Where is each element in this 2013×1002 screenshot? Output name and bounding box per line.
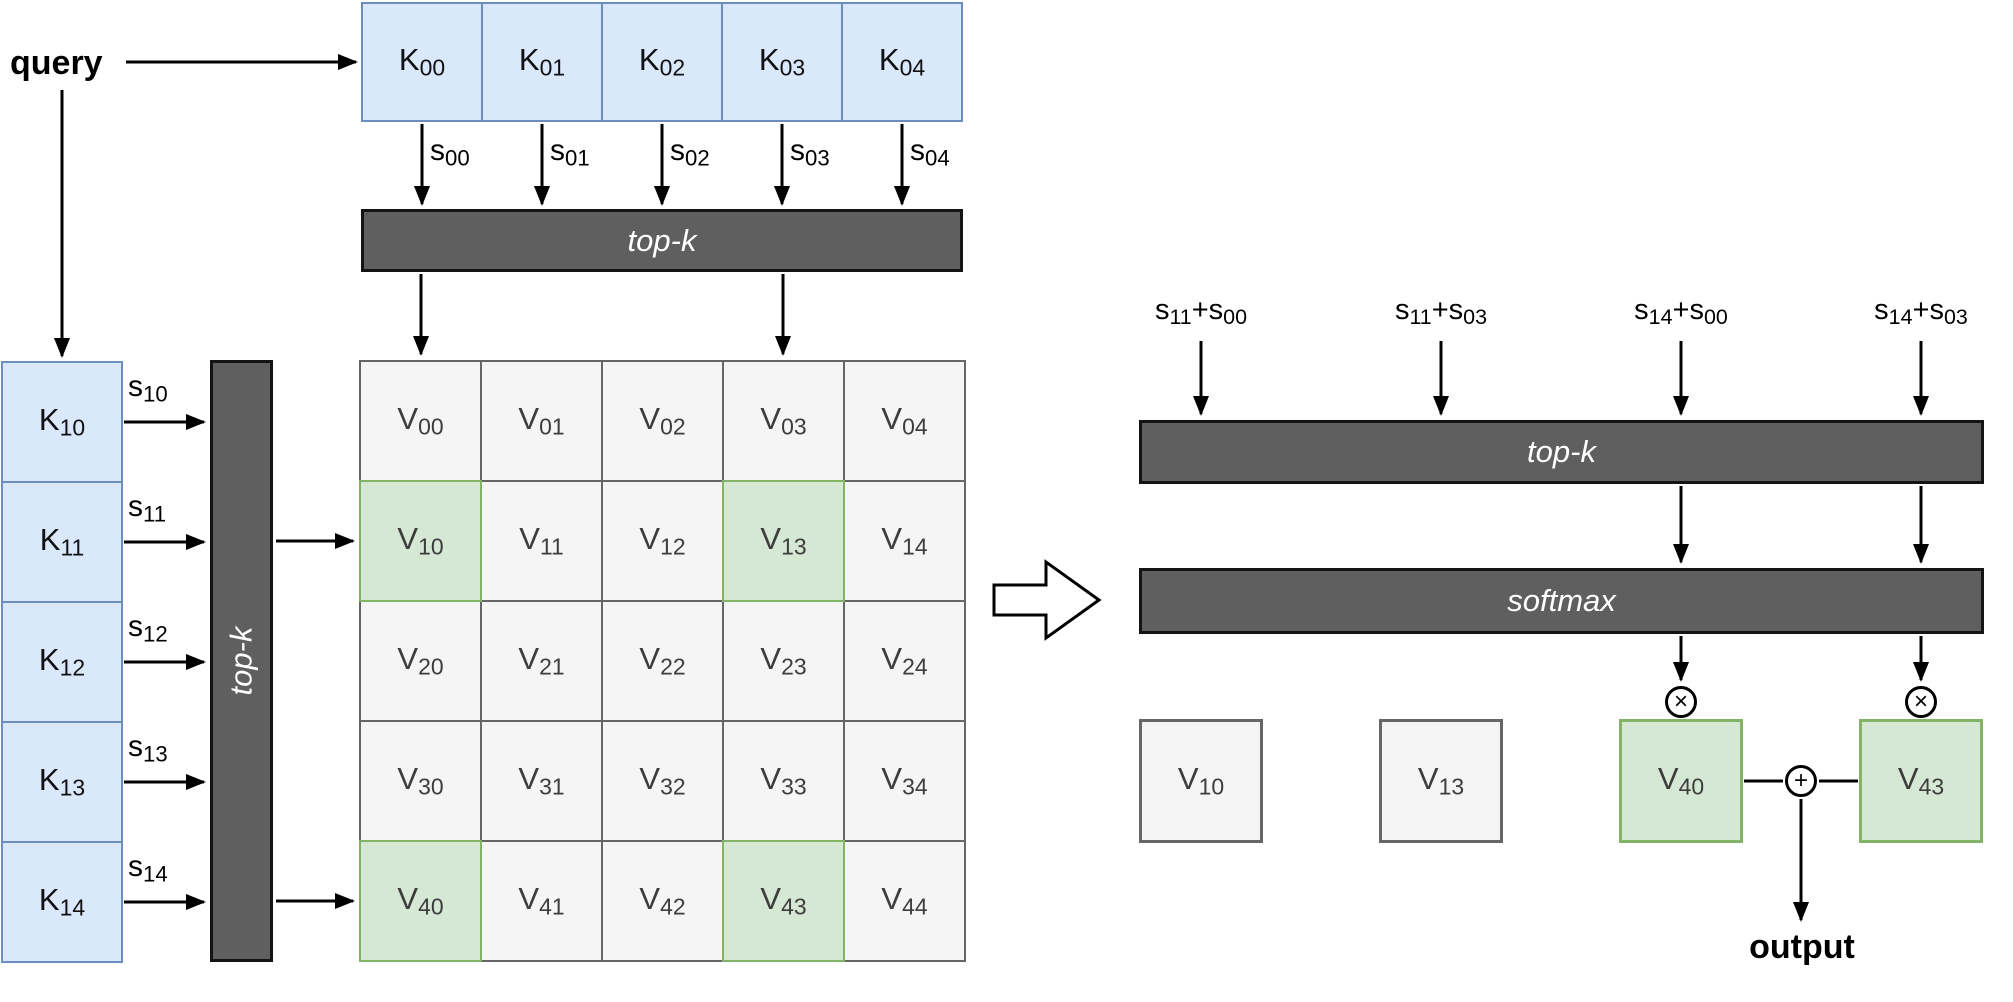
k-cell-00: K00 — [361, 2, 483, 122]
v-cell-44: V44 — [843, 840, 966, 962]
result-box-v10: V10 — [1139, 719, 1263, 843]
s-label-10: s10 — [128, 370, 168, 407]
v-cell-03: V03 — [722, 360, 845, 482]
v-cell-43: V43 — [722, 840, 845, 962]
v-cell-24: V24 — [843, 600, 966, 722]
s-label-02: s02 — [670, 134, 710, 171]
s-label-00: s00 — [430, 134, 470, 171]
s-label-01: s01 — [550, 134, 590, 171]
v-cell-20: V20 — [359, 600, 482, 722]
v-cell-31: V31 — [480, 720, 603, 842]
multiply-circle-1: × — [1665, 686, 1697, 718]
v-cell-33: V33 — [722, 720, 845, 842]
v-cell-42: V42 — [601, 840, 724, 962]
v-cell-12: V12 — [601, 480, 724, 602]
result-box-v13: V13 — [1379, 719, 1503, 843]
v-cell-21: V21 — [480, 600, 603, 722]
k-cell-12: K12 — [1, 601, 123, 723]
v-cell-02: V02 — [601, 360, 724, 482]
s-label-12: s12 — [128, 610, 168, 647]
k-cell-11: K11 — [1, 481, 123, 603]
transform-arrow — [992, 559, 1102, 641]
sum-label-0: s11+s00 — [1154, 294, 1248, 330]
k-cell-01: K01 — [481, 2, 603, 122]
result-box-v43: V43 — [1859, 719, 1983, 843]
topk-bar-top: top-k — [361, 209, 963, 272]
s-label-03: s03 — [790, 134, 830, 171]
v-cell-34: V34 — [843, 720, 966, 842]
sum-label-2: s14+s00 — [1634, 294, 1728, 330]
v-cell-23: V23 — [722, 600, 845, 722]
v-cell-30: V30 — [359, 720, 482, 842]
topk-bar-right: top-k — [1139, 420, 1984, 484]
k-cell-14: K14 — [1, 841, 123, 963]
s-label-04: s04 — [910, 134, 950, 171]
s-label-14: s14 — [128, 850, 168, 887]
query-label: query — [10, 44, 103, 82]
k-cell-10: K10 — [1, 361, 123, 483]
k-cell-02: K02 — [601, 2, 723, 122]
k-cell-04: K04 — [841, 2, 963, 122]
output-label: output — [1749, 928, 1855, 966]
k-cell-13: K13 — [1, 721, 123, 843]
v-cell-11: V11 — [480, 480, 603, 602]
result-box-v40: V40 — [1619, 719, 1743, 843]
sum-label-1: s11+s03 — [1394, 294, 1488, 330]
v-cell-04: V04 — [843, 360, 966, 482]
v-cell-13: V13 — [722, 480, 845, 602]
v-cell-22: V22 — [601, 600, 724, 722]
add-circle: + — [1785, 765, 1817, 797]
v-cell-40: V40 — [359, 840, 482, 962]
sum-label-3: s14+s03 — [1874, 294, 1968, 330]
softmax-bar: softmax — [1139, 568, 1984, 634]
k-cell-03: K03 — [721, 2, 843, 122]
v-cell-00: V00 — [359, 360, 482, 482]
v-cell-32: V32 — [601, 720, 724, 842]
multiply-circle-2: × — [1905, 686, 1937, 718]
v-cell-41: V41 — [480, 840, 603, 962]
v-cell-10: V10 — [359, 480, 482, 602]
v-cell-01: V01 — [480, 360, 603, 482]
s-label-13: s13 — [128, 730, 168, 767]
s-label-11: s11 — [128, 490, 167, 527]
v-cell-14: V14 — [843, 480, 966, 602]
topk-bar-left: top-k — [210, 360, 273, 962]
